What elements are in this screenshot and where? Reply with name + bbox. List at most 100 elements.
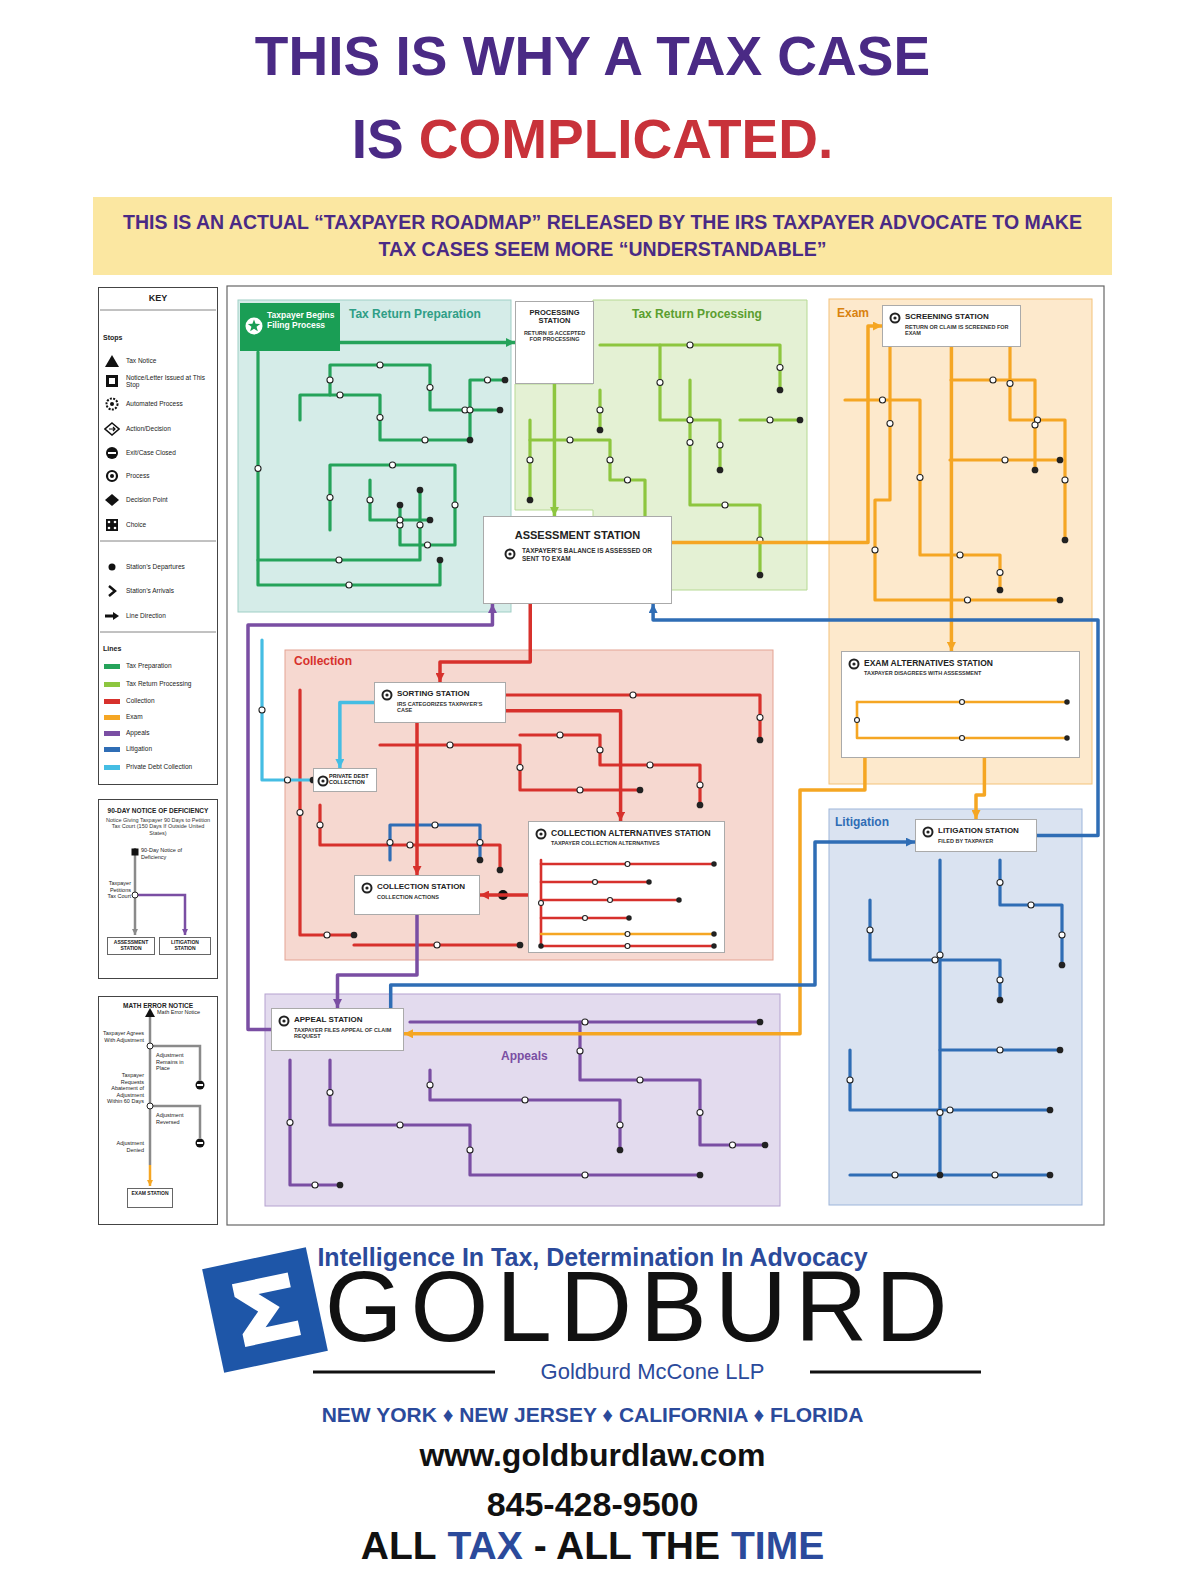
metro-lines <box>255 342 1068 1188</box>
track-end <box>1057 1047 1064 1054</box>
node-body: TAXPAYER’S BALANCE IS ASSESSED OR SENT T… <box>492 547 663 563</box>
node-body: COLLECTION ACTIONS <box>377 894 473 901</box>
track-end <box>538 943 543 948</box>
track-stop <box>960 700 965 705</box>
legend-item: Notice/Letter Issued at This Stop <box>104 374 216 388</box>
metro-track <box>330 365 500 410</box>
legend-swatch <box>104 664 120 669</box>
track-stop <box>1002 457 1008 463</box>
route-line <box>340 341 515 342</box>
node-heading: Tax Return Preparation <box>346 307 484 321</box>
slogan-word: - ALL THE <box>534 1526 720 1565</box>
track-stop <box>327 377 333 383</box>
metro-track <box>1010 347 1065 540</box>
station-box: ASSESSMENT STATION TAXPAYER’S BALANCE IS … <box>483 516 672 604</box>
track-stop <box>630 692 636 698</box>
slogan-word: TIME <box>731 1526 824 1565</box>
legend-text: Exam <box>126 713 216 720</box>
node-heading: ASSESSMENT STATION <box>492 529 663 542</box>
track-end <box>1057 457 1064 464</box>
track-stop <box>777 364 783 370</box>
symbol-part <box>109 427 115 431</box>
legend-text: Action/Decision <box>126 425 216 432</box>
track-stop <box>147 1103 153 1109</box>
track-stop <box>997 1047 1003 1053</box>
page-title: THIS IS WHY A TAX CASE <box>0 29 1185 84</box>
node-heading: SCREENING STATION <box>905 312 1014 322</box>
key-rule <box>100 541 216 542</box>
track-stop <box>327 1089 333 1095</box>
route-line <box>415 723 419 875</box>
node-body: FILED BY TAXPAYER <box>938 838 1030 845</box>
metro-track <box>875 347 1060 600</box>
track-stop <box>657 379 663 385</box>
track-stop <box>387 839 393 845</box>
track-stop <box>879 397 885 403</box>
track-end <box>757 572 764 579</box>
footer-rule <box>810 1371 981 1374</box>
stop-label: 90-Day Notice of Deficiency <box>141 847 203 860</box>
notice-symbol <box>132 849 139 856</box>
legend-text: Exit/Case Closed <box>126 449 216 456</box>
firm-name: GOLDBURD <box>310 1256 970 1356</box>
icon-dot <box>385 693 388 696</box>
exit-symbol <box>197 1084 203 1086</box>
symbol-part <box>107 399 118 410</box>
track-stop <box>729 1142 735 1148</box>
track-stop <box>597 747 603 753</box>
symbol-part <box>110 402 114 406</box>
legend-swatch <box>104 765 120 770</box>
legend-text: Process <box>126 472 216 479</box>
region-fill <box>829 809 1082 1205</box>
exit-symbol <box>196 1081 205 1090</box>
node-body: RETURN IS ACCEPTED FOR PROCESSING <box>520 330 589 343</box>
track-stop <box>1062 477 1068 483</box>
metro-track <box>330 1060 700 1175</box>
route-line <box>976 758 984 819</box>
track-end <box>711 861 716 866</box>
legend-item: Tax Notice <box>104 354 216 368</box>
node-heading: MATH ERROR NOTICE <box>103 1002 213 1010</box>
symbol-part <box>109 586 115 596</box>
node-body: RETURN OR CLAIM IS SCREENED FOR EXAM <box>905 324 1014 337</box>
track-end <box>477 857 484 864</box>
symbol-part <box>105 423 119 435</box>
track-stop <box>990 377 996 383</box>
track-stop <box>452 502 458 508</box>
node-heading: APPEAL STATION <box>294 1015 397 1025</box>
track-stop <box>932 957 938 963</box>
notice-symbol <box>145 1008 155 1017</box>
icon-dot <box>893 316 896 319</box>
footer-rule <box>313 1371 495 1374</box>
track-stop <box>324 932 330 938</box>
symbol-part <box>106 375 118 387</box>
track-stop <box>997 977 1003 983</box>
metro-track <box>430 1070 620 1150</box>
legend-symbol <box>104 584 120 598</box>
node-body: TAXPAYER DISAGREES WITH ASSESSMENT <box>864 670 1073 677</box>
track-end <box>646 879 651 884</box>
track-end <box>497 867 504 874</box>
track-end <box>1059 962 1066 969</box>
symbol-part <box>108 452 116 454</box>
station-icon <box>504 548 516 560</box>
map-border <box>227 286 1104 1225</box>
metro-track <box>390 825 480 860</box>
track-stop <box>1028 902 1034 908</box>
route-line <box>248 604 492 1030</box>
symbol-part <box>106 519 118 531</box>
track-end <box>626 915 631 920</box>
station-box: EXAM STATION <box>127 1188 173 1208</box>
logo-mark <box>202 1247 328 1373</box>
legend-text: Appeals <box>126 729 216 736</box>
banner: THIS IS AN ACTUAL “TAXPAYER ROADMAP” REL… <box>93 197 1112 275</box>
icon-dot <box>852 662 855 665</box>
node-heading: 90-DAY NOTICE OF DEFICIENCY <box>105 807 211 815</box>
legend-symbol <box>104 354 120 368</box>
symbol-part <box>108 527 111 530</box>
icon-ring <box>280 1017 289 1026</box>
metro-track <box>258 490 420 560</box>
station-box: APPEAL STATIONTAXPAYER FILES APPEAL OF C… <box>271 1008 404 1051</box>
symbol-part <box>109 378 115 384</box>
node-heading: PROCESSING STATION <box>520 309 589 326</box>
